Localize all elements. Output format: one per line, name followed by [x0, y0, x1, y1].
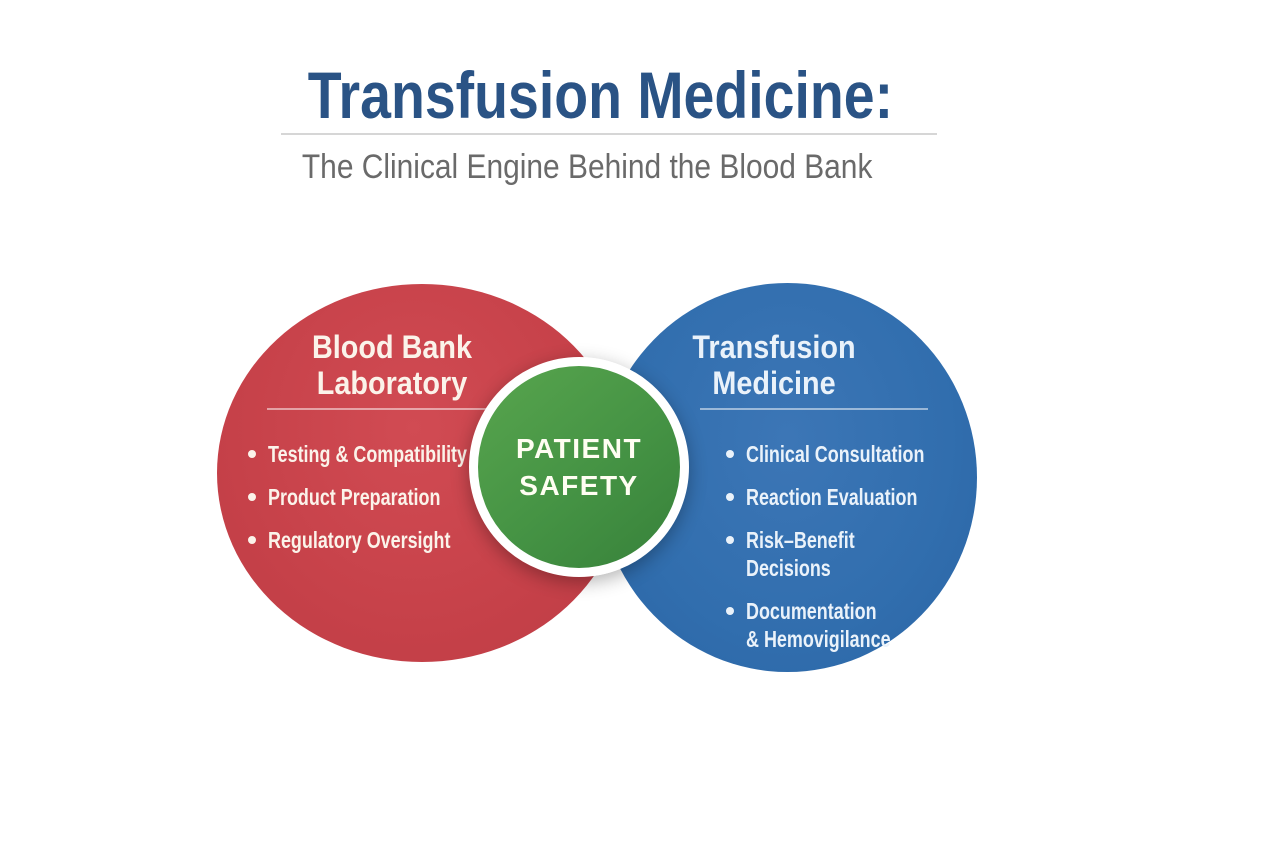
list-item: Product Preparation — [248, 483, 523, 511]
bullet-dot-icon — [248, 536, 256, 544]
patient-safety-circle: PATIENT SAFETY — [469, 357, 689, 577]
page-subtitle: The Clinical Engine Behind the Blood Ban… — [0, 150, 1174, 184]
list-item-label: Regulatory Oversight — [268, 527, 451, 553]
list-item-label: Reaction Evaluation — [746, 484, 918, 510]
list-item: Clinical Consultation — [726, 440, 977, 468]
blood-bank-heading-divider — [267, 408, 497, 410]
blood-bank-laboratory-heading-text: Blood Bank Laboratory — [311, 329, 473, 401]
list-item-label: Risk–Benefit Decisions — [746, 527, 855, 581]
page-title-text: Transfusion Medicine: — [307, 58, 893, 132]
transfusion-medicine-bullet-list: Clinical Consultation Reaction Evaluatio… — [726, 440, 977, 668]
page-subtitle-text: The Clinical Engine Behind the Blood Ban… — [301, 148, 873, 186]
list-item: Reaction Evaluation — [726, 483, 977, 511]
list-item-label: Documentation & Hemovigilance — [746, 598, 891, 652]
list-item: Documentation & Hemovigilance — [726, 597, 977, 653]
page-title: Transfusion Medicine: — [0, 62, 1200, 128]
title-divider — [281, 133, 937, 135]
bullet-dot-icon — [726, 450, 734, 458]
bullet-dot-icon — [726, 493, 734, 501]
blood-bank-bullet-list: Testing & Compatibility Product Preparat… — [248, 440, 523, 569]
transfusion-medicine-heading-divider — [700, 408, 928, 410]
bullet-dot-icon — [248, 493, 256, 501]
patient-safety-label: PATIENT SAFETY — [515, 433, 643, 501]
list-item: Testing & Compatibility — [248, 440, 523, 468]
transfusion-medicine-heading-text: Transfusion Medicine — [692, 329, 856, 401]
bullet-dot-icon — [726, 607, 734, 615]
list-item: Risk–Benefit Decisions — [726, 526, 977, 582]
list-item-label: Product Preparation — [268, 484, 441, 510]
list-item-label: Testing & Compatibility — [268, 441, 468, 467]
bullet-dot-icon — [726, 536, 734, 544]
bullet-dot-icon — [248, 450, 256, 458]
list-item: Regulatory Oversight — [248, 526, 523, 554]
blood-bank-laboratory-heading: Blood Bank Laboratory — [242, 329, 542, 401]
transfusion-medicine-heading: Transfusion Medicine — [624, 329, 924, 401]
list-item-label: Clinical Consultation — [746, 441, 925, 467]
